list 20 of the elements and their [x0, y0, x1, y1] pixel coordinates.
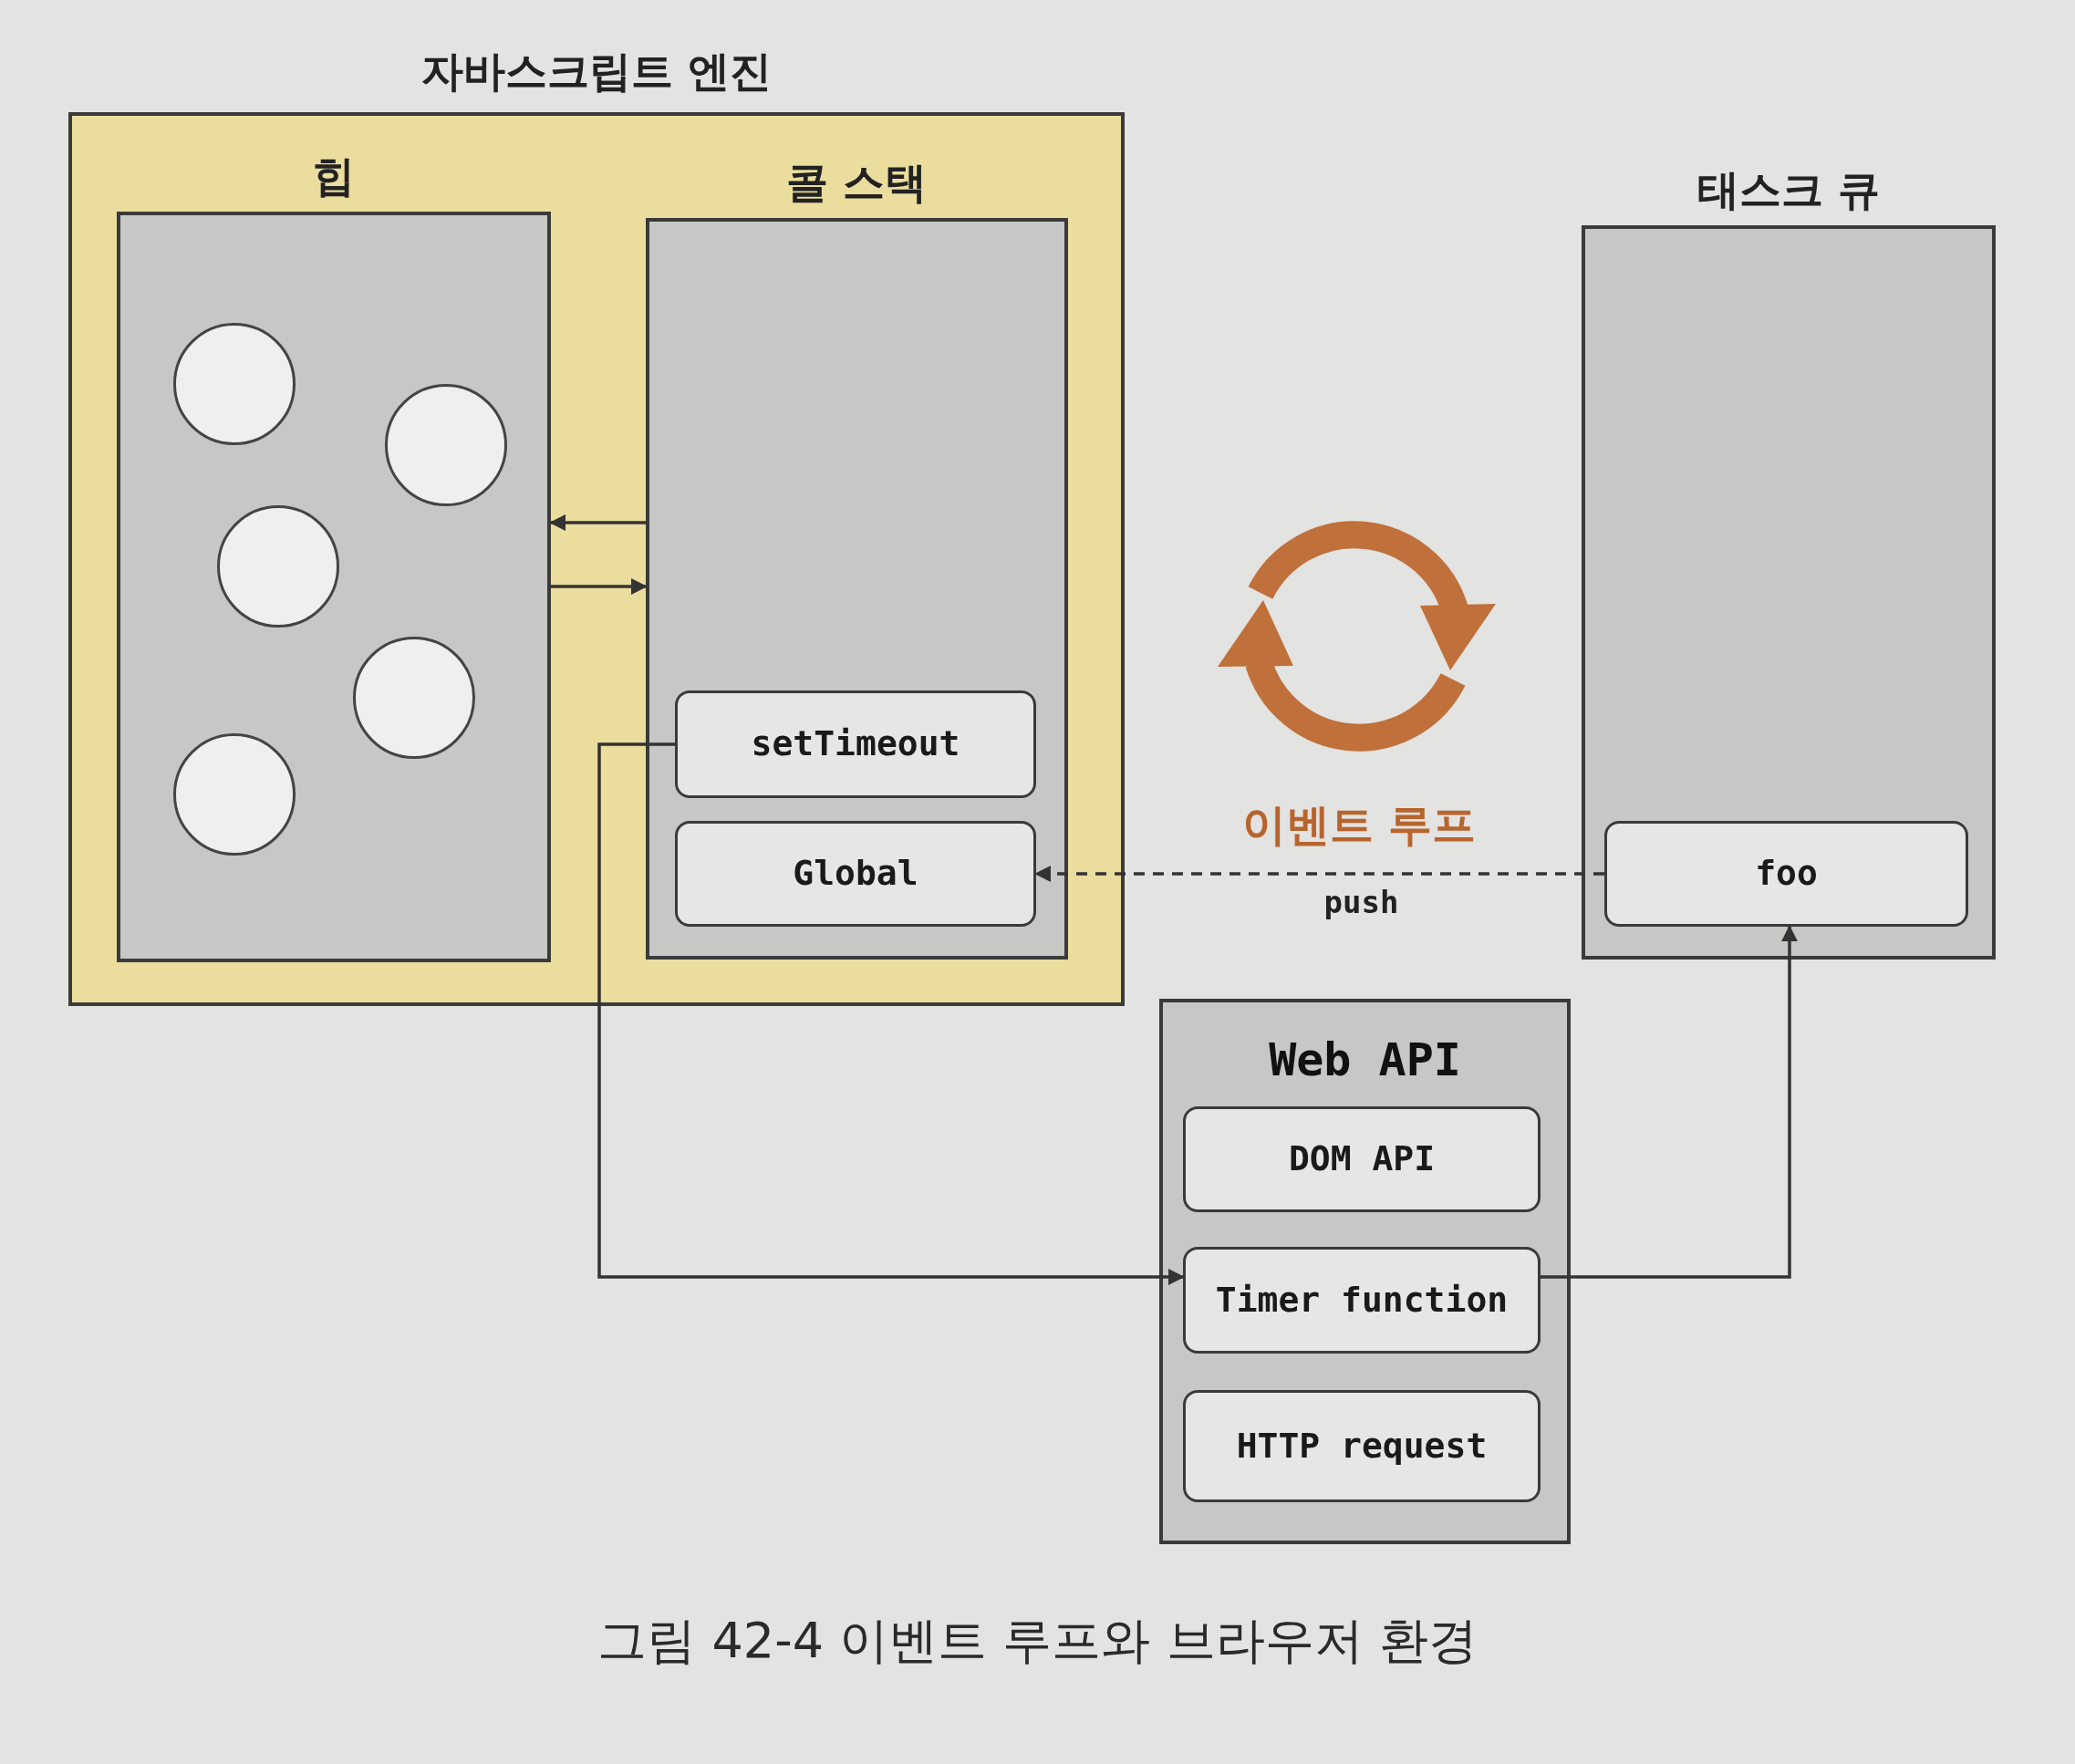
stack-frame-box: DOM API [1183, 1106, 1541, 1212]
stack-frame-box: Timer function [1183, 1247, 1541, 1354]
arrow [551, 578, 648, 595]
arrow [1541, 925, 1798, 1279]
arrow [1034, 866, 1604, 882]
panel-title: 콜 스택 [785, 161, 929, 203]
panel-title: Web API [1268, 1037, 1462, 1083]
figure-caption: 그림 42-4 이벤트 루프와 브라우저 환경 [597, 1616, 1478, 1665]
stack-frame-box: foo [1604, 821, 1968, 927]
arrow [549, 514, 646, 531]
panel-title: 태스크 큐 [1696, 169, 1881, 211]
panel-title: 자바스크립트 엔진 [420, 50, 773, 92]
panel-title: 힙 [312, 155, 356, 197]
loop-label: 이벤트 루프 [1241, 803, 1477, 846]
web-api-container [1159, 999, 1571, 1544]
stack-frame-box: Global [675, 821, 1036, 927]
stack-frame-box: HTTP request [1183, 1390, 1541, 1502]
arrow [597, 742, 1185, 1285]
stack-frame-box: setTimeout [675, 690, 1036, 798]
edge-label: push [1323, 887, 1399, 918]
